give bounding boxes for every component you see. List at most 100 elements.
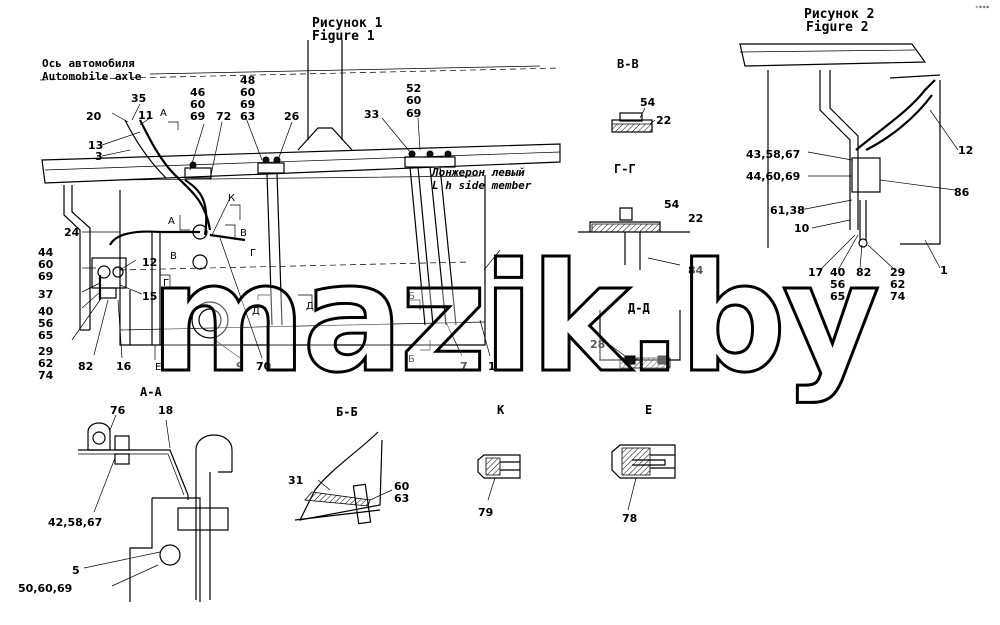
callout-3: 3	[95, 150, 103, 163]
callout-15: 15	[142, 290, 157, 303]
callout-7: 7	[460, 360, 468, 373]
callout-11: 11	[138, 109, 153, 122]
callout-42-58-67: 42,58,67	[48, 516, 102, 529]
callout-f2-65: 65	[830, 290, 845, 303]
callout-60a: 60	[190, 98, 206, 111]
callout-44: 44	[38, 246, 54, 259]
side-member-note-ru: Лонжерон левый	[431, 166, 525, 179]
callout-72: 72	[216, 110, 231, 123]
callout-74: 74	[38, 369, 54, 382]
section-title-bb: Б-Б	[336, 405, 358, 419]
callout-f2-74: 74	[890, 290, 906, 303]
callout-69b: 69	[240, 98, 255, 111]
valve-body	[91, 257, 127, 289]
fig2-beam	[739, 43, 927, 67]
callout-82: 82	[78, 360, 93, 373]
section-aa-drawing	[78, 414, 233, 602]
figure-1-title-ru: Рисунок 1	[312, 16, 383, 31]
figure-1-drawing	[39, 40, 561, 360]
callouts-details: 76 18 42,58,67 5 50,60,69 31 60 63 79 78	[18, 404, 637, 595]
callout-28: 28	[590, 338, 605, 351]
callout-65: 65	[38, 329, 53, 342]
callout-5: 5	[72, 564, 80, 577]
callout-62: 62	[38, 357, 53, 370]
svg-text:А: А	[160, 108, 167, 119]
callout-46: 46	[190, 86, 206, 99]
svg-text:К: К	[228, 193, 235, 204]
vertical-pipe-26	[266, 172, 283, 326]
callout-33: 33	[364, 108, 379, 121]
callout-78: 78	[622, 512, 637, 525]
view-title-e: Е	[645, 403, 652, 417]
callout-86: 86	[954, 186, 970, 199]
callout-12: 12	[142, 256, 157, 269]
section-vv-drawing	[611, 107, 656, 133]
callout-bb-63: 63	[394, 492, 409, 505]
callout-43-58-67: 43,58,67	[746, 148, 800, 161]
figure-1-title-en: Figure 1	[312, 29, 375, 44]
section-gg-drawing	[578, 207, 690, 270]
callout-16: 16	[116, 360, 132, 373]
callout-54-gg: 54	[664, 198, 680, 211]
callout-f2-12: 12	[958, 144, 973, 157]
callout-52: 52	[406, 82, 421, 95]
callout-31: 31	[288, 474, 303, 487]
svg-text:Б: Б	[408, 291, 415, 302]
callout-61-38: 61,38	[770, 204, 805, 217]
callout-84: 84	[688, 264, 704, 277]
callout-69a: 69	[190, 110, 205, 123]
callout-24: 24	[64, 226, 80, 239]
callout-70: 70	[256, 360, 272, 373]
section-dd-drawing	[599, 310, 681, 369]
view-letters: А А К В В Г Г Д Д Б Б Е	[155, 108, 415, 373]
figure-2-title-en: Figure 2	[806, 20, 869, 35]
figure-2-drawing	[739, 43, 959, 271]
svg-text:Г: Г	[163, 278, 169, 289]
callout-50-60-69: 50,60,69	[18, 582, 72, 595]
svg-text:Д: Д	[306, 301, 314, 312]
callout-f2-56: 56	[830, 278, 846, 291]
callout-69d: 69	[38, 270, 53, 283]
callout-18: 18	[158, 404, 173, 417]
view-title-k: К	[497, 403, 505, 417]
callout-f2-62: 62	[890, 278, 905, 291]
watermark: mazik.by	[150, 232, 878, 406]
callout-35: 35	[131, 92, 146, 105]
callout-22-gg: 22	[688, 212, 703, 225]
callout-60c: 60	[406, 94, 422, 107]
callout-60b: 60	[240, 86, 256, 99]
section-title-vv: В-В	[617, 57, 639, 71]
callout-60d: 60	[38, 258, 54, 271]
callout-79: 79	[478, 506, 493, 519]
section-bb-drawing	[294, 431, 393, 525]
svg-text:Д: Д	[252, 306, 260, 317]
callout-20: 20	[86, 110, 102, 123]
figure-2-title-ru: Рисунок 2	[804, 7, 874, 22]
callout-10: 10	[794, 222, 810, 235]
frame-clamps	[184, 150, 456, 179]
callout-9: 9	[236, 360, 244, 373]
callout-48: 48	[240, 74, 255, 87]
callout-f2-1: 1	[940, 264, 948, 277]
main-pipe	[139, 119, 212, 231]
svg-text:А: А	[168, 216, 175, 227]
fig2-valve	[851, 157, 881, 193]
corner-mark: ⁿ***	[975, 5, 990, 12]
section-title-gg: Г-Г	[614, 162, 636, 176]
pipe-clip	[87, 422, 111, 451]
axle-note-ru: Ось автомобиля	[42, 57, 135, 70]
svg-text:Е: Е	[155, 362, 161, 373]
vertical-pipes-33	[409, 166, 457, 326]
callout-f2-17: 17	[808, 266, 823, 279]
callout-56: 56	[38, 317, 54, 330]
side-member-note-en: L h side member	[432, 179, 532, 192]
callout-1: 1	[488, 360, 496, 373]
callout-22-vv: 22	[656, 114, 671, 127]
callout-76: 76	[110, 404, 126, 417]
axle-note-en: Automobile axle	[42, 70, 142, 83]
view-e-drawing	[611, 444, 676, 511]
crossmember	[307, 40, 343, 140]
callout-29: 29	[38, 345, 53, 358]
